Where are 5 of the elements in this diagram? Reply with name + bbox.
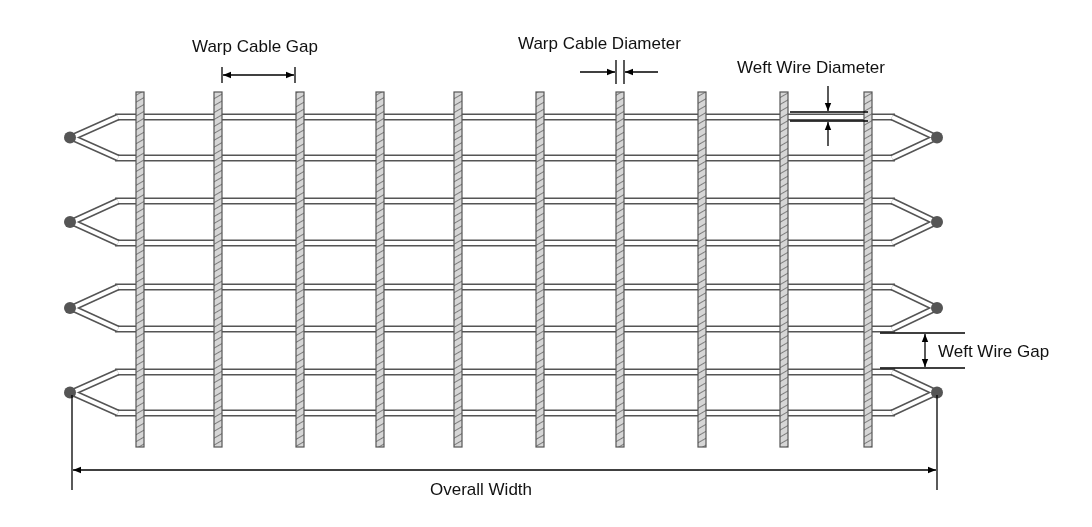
dimension-label: Warp Cable Gap: [192, 37, 318, 57]
dimension-label: Weft Wire Diameter: [737, 58, 885, 78]
dimension-label: Warp Cable Diameter: [518, 34, 681, 54]
dimension-label: Weft Wire Gap: [938, 342, 1050, 362]
dimension-label: Overall Width: [430, 480, 533, 500]
